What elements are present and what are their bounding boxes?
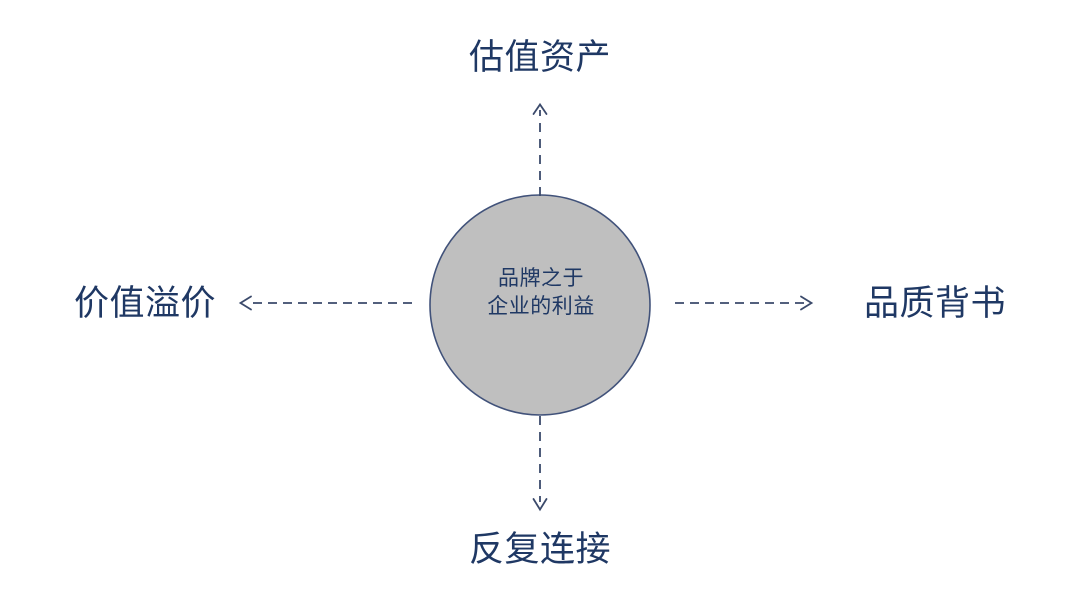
arrow-left-dashed-icon xyxy=(238,295,412,311)
center-node-label-line1: 品牌之于 xyxy=(498,266,584,290)
branch-label-left: 价值溢价 xyxy=(73,284,216,323)
center-node-label-line2: 企业的利益 xyxy=(487,293,595,318)
arrow-right-dashed-icon xyxy=(675,295,814,311)
branch-label-bottom: 反复连接 xyxy=(468,530,611,569)
branch-label-right: 品质背书 xyxy=(863,284,1006,323)
center-node-label: 品牌之于 企业的利益 xyxy=(430,265,652,320)
branch-label-top: 估值资产 xyxy=(468,38,611,77)
arrow-down-dashed-icon xyxy=(532,416,548,512)
arrow-up-dashed-icon xyxy=(532,102,548,196)
